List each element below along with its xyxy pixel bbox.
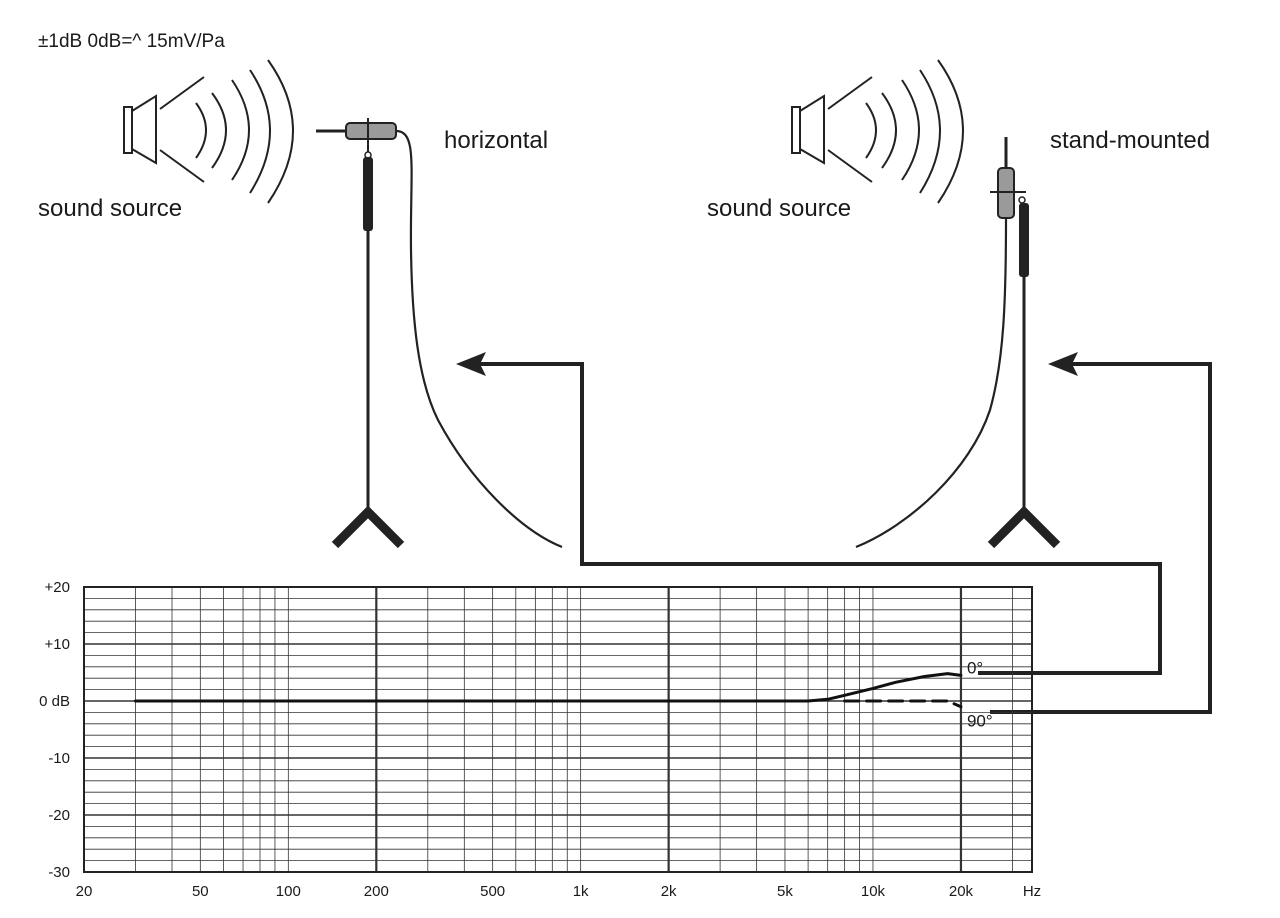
left-microphone-horizontal (316, 118, 397, 159)
y-tick-label: -20 (48, 807, 70, 824)
series-label-1: 90° (967, 712, 993, 731)
x-tick-label: 200 (364, 883, 389, 900)
x-tick-label: 50 (192, 883, 209, 900)
series-line-0 (133, 672, 963, 703)
x-tick-label: 10k (861, 883, 886, 900)
right-speaker-icon (791, 94, 825, 165)
left-mic-stand (331, 157, 405, 549)
sensitivity-spec: ±1dB 0dB=^ 15mV/Pa (38, 31, 225, 52)
left-mic-cable (395, 129, 563, 549)
chart-grid (83, 586, 1032, 873)
y-tick-label: +10 (45, 636, 70, 653)
chart-plot-frame (83, 586, 1033, 873)
x-tick-label: 100 (276, 883, 301, 900)
right-mic-cable (855, 217, 1008, 549)
chart-series: 0° 90° (133, 658, 993, 731)
left-sound-waves (159, 59, 294, 204)
x-axis-ticks: 20 50 100 200 500 1k 2k 5k 10k 20k Hz (76, 883, 1042, 900)
right-mic-stand (987, 203, 1061, 549)
right-sound-waves (827, 59, 964, 204)
connector-90deg-to-stand-mounted (990, 352, 1212, 714)
frequency-response-chart: 20 50 100 200 500 1k 2k 5k 10k 20k Hz +20 +10 0 dB -1… (39, 579, 1041, 900)
left-speaker-icon (123, 94, 157, 165)
x-tick-label: 1k (573, 883, 589, 900)
x-tick-label: 2k (661, 883, 677, 900)
x-tick-label: 5k (777, 883, 793, 900)
stand-mounted-label: stand-mounted (1050, 127, 1210, 154)
horizontal-label: horizontal (444, 127, 548, 154)
x-tick-label: 500 (480, 883, 505, 900)
y-tick-label: -30 (48, 864, 70, 881)
right-source-label: sound source (707, 195, 851, 222)
x-tick-label: 20k (949, 883, 974, 900)
y-axis-ticks: +20 +10 0 dB -10 -20 -30 (39, 579, 70, 881)
y-tick-label: +20 (45, 579, 70, 596)
y-tick-label: 0 dB (39, 693, 70, 710)
y-tick-label: -10 (48, 750, 70, 767)
connector-0deg-to-horizontal (456, 352, 1162, 675)
left-source-label: sound source (38, 195, 182, 222)
right-microphone-vertical (990, 137, 1026, 219)
x-tick-label: 20 (76, 883, 93, 900)
series-line-1 (843, 699, 963, 709)
x-tick-label: Hz (1023, 883, 1041, 900)
series-label-0: 0° (967, 658, 983, 677)
